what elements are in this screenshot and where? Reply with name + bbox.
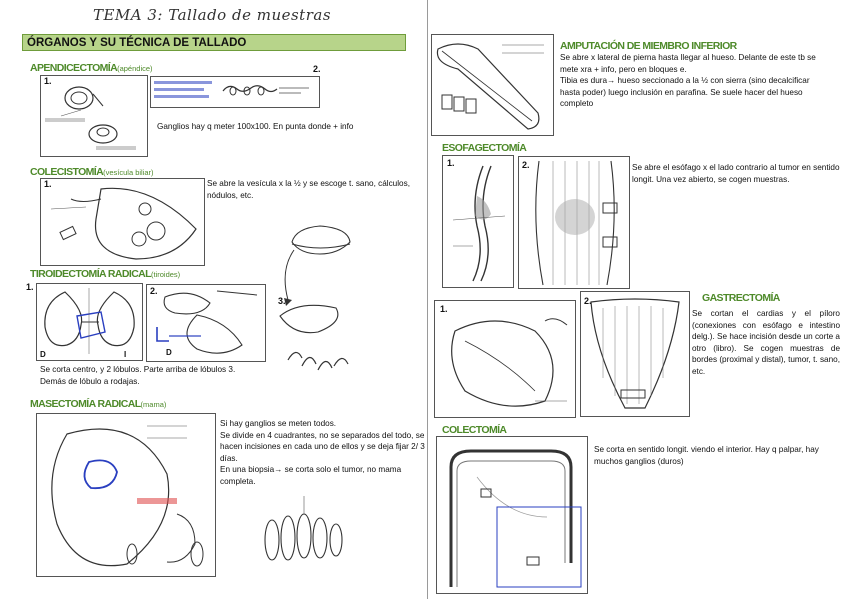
- tiroidectomia-label-d2: D: [166, 348, 172, 357]
- apendicectomia-figure-2: [150, 76, 320, 108]
- gastrectomia-figure-1: [434, 300, 576, 418]
- colecistomia-subtitle: (vesícula biliar): [103, 168, 154, 177]
- colectomia-figure: [436, 436, 588, 594]
- mastectomia-figure: [36, 413, 216, 577]
- tiroidectomia-text-line-1: Se corta centro, y 2 lóbulos. Parte arri…: [40, 365, 236, 374]
- gastrectomia-text: Se cortan el cardias y el píloro (conexi…: [692, 309, 840, 376]
- esofagectomia-text: Se abre el esófago x el lado contrario a…: [632, 163, 840, 184]
- amputacion-figure: [431, 34, 554, 136]
- tiroidectomia-fig1-number: 1.: [26, 282, 34, 292]
- amputacion-title: AMPUTACIÓN DE MIEMBRO INFERIOR: [560, 40, 737, 52]
- apendicectomia-title-text: APENDICECTOMÍA: [30, 62, 118, 74]
- page-title: TEMA 3: Tallado de muestras: [92, 6, 332, 24]
- apendicectomia-fig2-number: 2.: [313, 64, 321, 74]
- mastectomia-title: MASECTOMÍA RADICAL(mama): [30, 398, 166, 410]
- apendicectomia-figure-1: [40, 75, 148, 157]
- apendicectomia-text: Ganglios hay q meter 100x100. En punta d…: [157, 122, 354, 131]
- gastrectomia-fig1-number: 1.: [440, 304, 448, 314]
- gastrectomia-title: GASTRECTOMÍA: [702, 292, 780, 304]
- apendicectomia-subtitle: (apéndice): [117, 64, 153, 73]
- mastectomia-subtitle: (mama): [140, 400, 167, 409]
- colectomia-title: COLECTOMÍA: [442, 424, 507, 436]
- column-divider: [427, 0, 428, 599]
- amputacion-text: Se abre x lateral de pierna hasta llegar…: [560, 52, 822, 110]
- esofagectomia-figure-2: [518, 156, 630, 289]
- section-banner: ÓRGANOS Y SU TÉCNICA DE TALLADO: [22, 34, 406, 51]
- gastrectomia-figure-2: [580, 291, 690, 417]
- esofagectomia-title: ESOFAGECTOMÍA: [442, 142, 527, 154]
- tiroidectomia-fig2-number: 2.: [150, 286, 158, 296]
- colecistomia-figure: [40, 178, 205, 266]
- gastrectomia-fig2-number: 2.: [584, 296, 592, 306]
- esofagectomia-fig1-number: 1.: [447, 158, 455, 168]
- amputacion-text-line-2: Tibia es dura→ hueso seccionado a la ½ c…: [560, 76, 810, 109]
- tiroidectomia-text: Se corta centro, y 2 lóbulos. Parte arri…: [40, 364, 280, 387]
- tiroidectomia-label-d1: D: [40, 350, 46, 359]
- mastectomia-slices-figure: [258, 490, 358, 570]
- colecistomia-title: COLECISTOMÍA(vesícula biliar): [30, 166, 154, 178]
- tiroidectomia-figure-2: [146, 284, 266, 362]
- esofagectomia-figure-1: [442, 155, 514, 288]
- colecistomia-text: Se abre la vesícula x la ½ y se escoge t…: [207, 179, 410, 200]
- apendicectomia-fig1-number: 1.: [44, 76, 52, 86]
- tiroidectomia-subtitle: (tiroides): [150, 270, 181, 279]
- tiroidectomia-title-text: TIROIDECTOMÍA RADICAL: [30, 268, 152, 280]
- tiroidectomia-text-line-2: Demás de lóbulo a rodajas.: [40, 376, 140, 386]
- tiroidectomia-figure-1: [36, 283, 143, 361]
- mastectomia-text: Si hay ganglios se meten todos. Se divid…: [220, 418, 425, 488]
- tiroidectomia-title: TIROIDECTOMÍA RADICAL(tiroides): [30, 268, 180, 280]
- mastectomia-text-line-2: Se divide en 4 cuadrantes, no se separad…: [220, 430, 425, 463]
- tiroidectomia-figure-3: [272, 220, 368, 410]
- mastectomia-text-line-1: Si hay ganglios se meten todos.: [220, 419, 337, 428]
- apendicectomia-title: APENDICECTOMÍA(apéndice): [30, 62, 153, 74]
- amputacion-text-line-1: Se abre x lateral de pierna hasta llegar…: [560, 53, 816, 74]
- colecistomia-fig1-number: 1.: [44, 179, 52, 189]
- tiroidectomia-fig3-number: 3.: [278, 296, 286, 306]
- esofagectomia-fig2-number: 2.: [522, 160, 530, 170]
- mastectomia-text-line-3: En una biopsia→ se corta solo el tumor, …: [220, 465, 402, 486]
- colecistomia-title-text: COLECISTOMÍA: [30, 166, 104, 178]
- colectomia-text: Se corta en sentido longit. viendo el in…: [594, 445, 819, 466]
- tiroidectomia-label-i: I: [124, 350, 127, 359]
- mastectomia-title-text: MASECTOMÍA RADICAL: [30, 398, 141, 410]
